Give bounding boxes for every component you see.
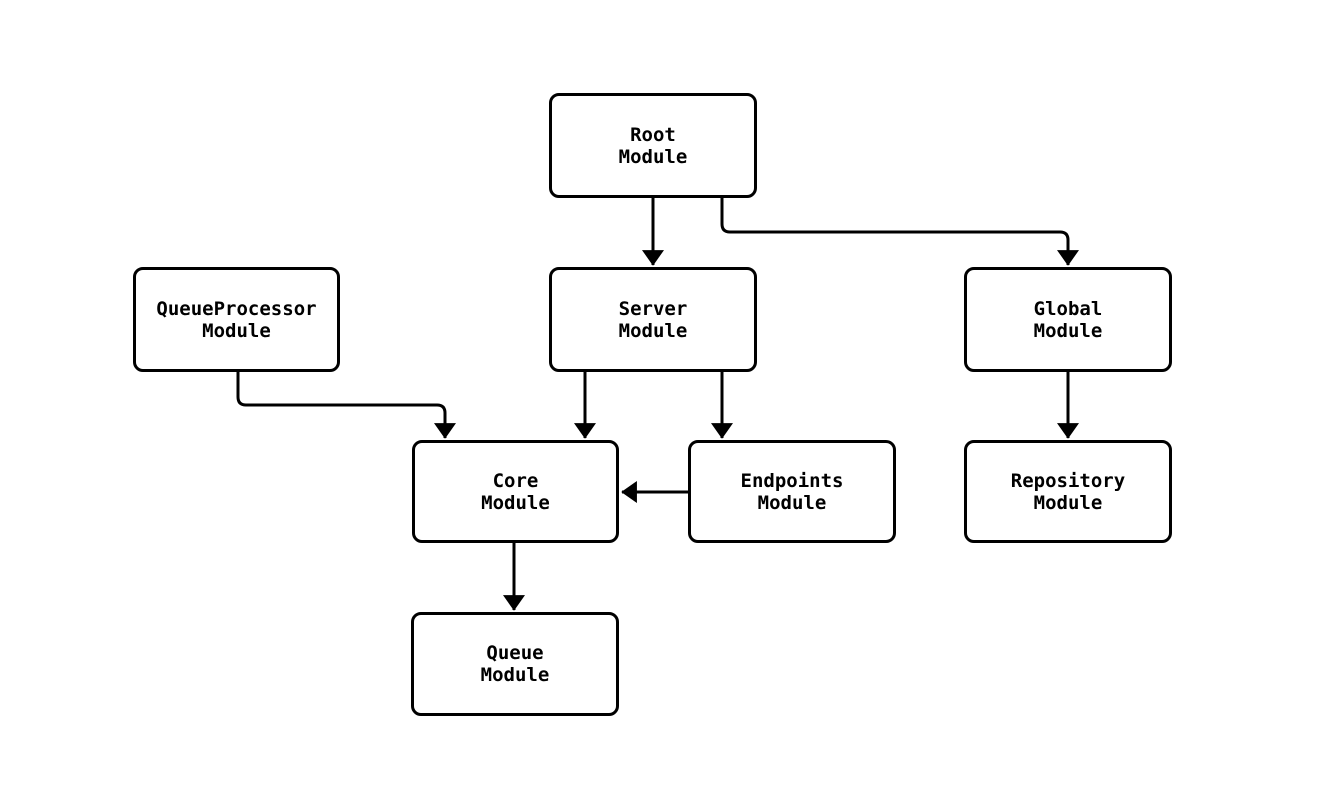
node-global-module: Global Module [964, 267, 1172, 372]
node-server-module: Server Module [549, 267, 757, 372]
node-queueprocessor-module: QueueProcessor Module [133, 267, 340, 372]
node-repository-module: Repository Module [964, 440, 1172, 543]
node-root-module: Root Module [549, 93, 757, 198]
edge-root-to-global [720, 198, 1079, 266]
node-core-module: Core Module [412, 440, 619, 543]
node-queue-module: Queue Module [411, 612, 619, 716]
edge-queueprocessor-to-core [236, 372, 456, 439]
node-endpoints-module: Endpoints Module [688, 440, 896, 543]
